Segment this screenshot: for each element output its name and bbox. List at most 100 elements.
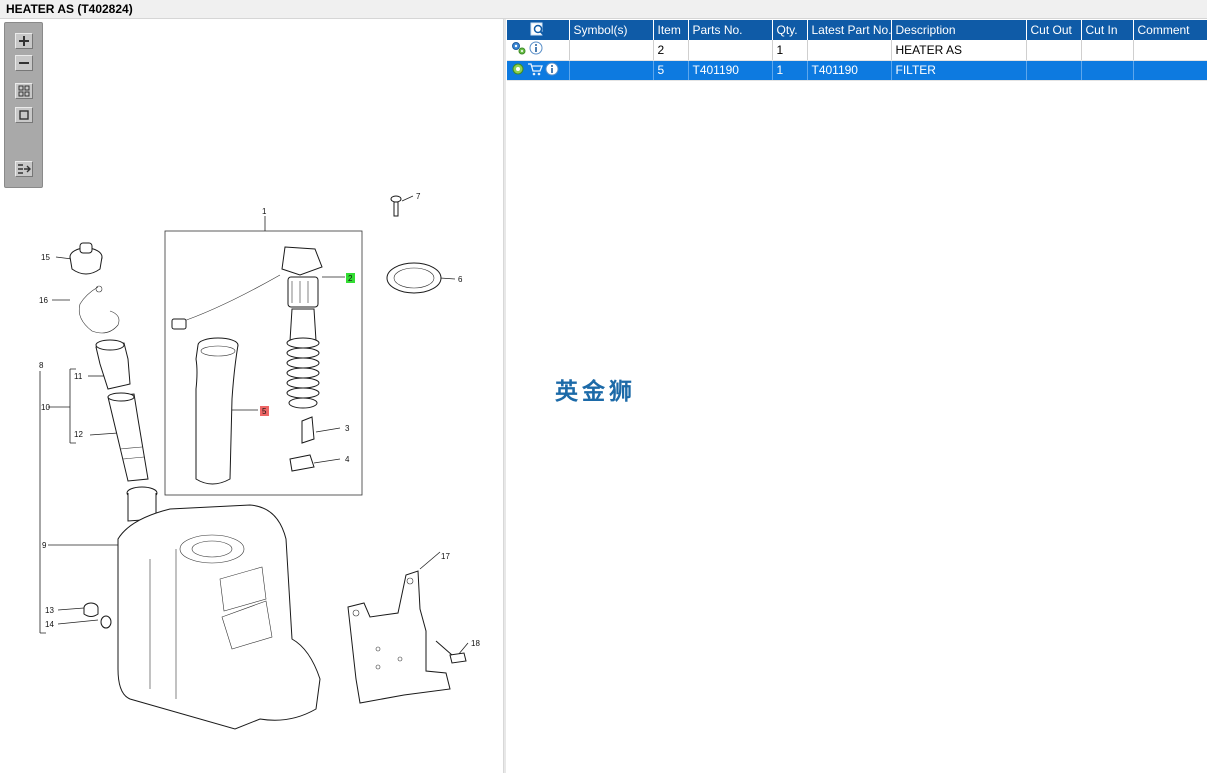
callout-7[interactable]: 7 bbox=[416, 192, 421, 201]
group-1-frame bbox=[164, 230, 363, 496]
callout-label: 14 bbox=[45, 620, 54, 629]
part-screw[interactable] bbox=[390, 195, 402, 217]
callout-label: 2 bbox=[348, 274, 353, 283]
callout-label: 11 bbox=[74, 372, 83, 381]
header-icon-cell[interactable] bbox=[507, 20, 570, 40]
callout-label: 18 bbox=[471, 639, 480, 648]
callout-18[interactable]: 18 bbox=[471, 639, 480, 648]
callout-11[interactable]: 11 bbox=[74, 372, 83, 381]
callout-13[interactable]: 13 bbox=[45, 606, 54, 615]
part-tether bbox=[78, 286, 120, 334]
callout-10[interactable]: 10 bbox=[41, 403, 50, 412]
minus-icon bbox=[19, 62, 29, 64]
callout-label: 6 bbox=[458, 275, 463, 284]
callout-14[interactable]: 14 bbox=[45, 620, 54, 629]
part-mounting-bracket[interactable] bbox=[347, 570, 451, 704]
callout-label: 12 bbox=[74, 430, 83, 439]
callout-3[interactable]: 3 bbox=[345, 424, 350, 433]
cell-qty: 1 bbox=[772, 60, 808, 81]
cell-item: 2 bbox=[653, 40, 689, 61]
column-header-comment[interactable]: Comment bbox=[1133, 20, 1207, 40]
window-title: HEATER AS (T402824) bbox=[6, 2, 133, 16]
cell-symbols bbox=[569, 60, 654, 81]
callout-5[interactable]: 5 bbox=[260, 406, 269, 416]
callout-8[interactable]: 8 bbox=[39, 361, 44, 370]
search-document-icon[interactable] bbox=[530, 22, 546, 36]
callout-label: 7 bbox=[416, 192, 421, 201]
info-icon[interactable] bbox=[545, 62, 559, 79]
cell-cut-out bbox=[1026, 60, 1082, 81]
column-header-cut-out[interactable]: Cut Out bbox=[1026, 20, 1082, 40]
cell-latest-part-no: T401190 bbox=[807, 60, 892, 81]
part-tank[interactable] bbox=[117, 486, 321, 730]
callout-17[interactable]: 17 bbox=[441, 552, 450, 561]
watermark-text: 英金狮 bbox=[555, 379, 636, 405]
cell-comment bbox=[1133, 60, 1207, 81]
part-heater-sender[interactable] bbox=[171, 246, 323, 409]
info-icon[interactable] bbox=[529, 41, 543, 58]
diagram-toolbar bbox=[4, 22, 43, 188]
cell-cut-in bbox=[1081, 40, 1134, 61]
cell-qty: 1 bbox=[772, 40, 808, 61]
part-filter[interactable] bbox=[195, 337, 239, 485]
callout-16[interactable]: 16 bbox=[39, 296, 48, 305]
callout-label: 5 bbox=[262, 407, 267, 416]
cell-description: HEATER AS bbox=[891, 40, 1027, 61]
column-header-symbol-s[interactable]: Symbol(s) bbox=[569, 20, 654, 40]
gear-icon[interactable] bbox=[511, 62, 525, 79]
part-ring[interactable] bbox=[386, 262, 442, 294]
callout-12[interactable]: 12 bbox=[74, 430, 83, 439]
callout-label: 17 bbox=[441, 552, 450, 561]
column-header-description[interactable]: Description bbox=[891, 20, 1027, 40]
zoom-out-button[interactable] bbox=[15, 55, 33, 71]
callout-label: 3 bbox=[345, 424, 350, 433]
square-icon bbox=[19, 110, 29, 120]
cell-parts-no: T401190 bbox=[688, 60, 773, 81]
column-header-item[interactable]: Item bbox=[653, 20, 689, 40]
part-o-ring bbox=[100, 615, 112, 629]
part-clip bbox=[301, 416, 315, 444]
cart-icon[interactable] bbox=[527, 62, 543, 79]
part-cap[interactable] bbox=[69, 242, 103, 275]
column-header-qty[interactable]: Qty. bbox=[772, 20, 808, 40]
part-neck-upper[interactable] bbox=[95, 339, 131, 390]
plus-icon bbox=[19, 36, 29, 46]
cell-item: 5 bbox=[653, 60, 689, 81]
callout-15[interactable]: 15 bbox=[41, 253, 50, 262]
gears-icon[interactable] bbox=[511, 41, 527, 58]
callout-9[interactable]: 9 bbox=[42, 541, 47, 550]
table-row[interactable]: 2 1 HEATER AS bbox=[507, 40, 1207, 61]
column-header-parts-no[interactable]: Parts No. bbox=[688, 20, 773, 40]
cell-description: FILTER bbox=[891, 60, 1027, 81]
actual-size-button[interactable] bbox=[15, 107, 33, 123]
cell-latest-part-no bbox=[807, 40, 892, 61]
part-filler-hose[interactable] bbox=[107, 392, 149, 482]
callout-label: 1 bbox=[262, 207, 267, 216]
row-icons-cell bbox=[507, 40, 570, 61]
callout-label: 9 bbox=[42, 541, 47, 550]
fit-all-button[interactable] bbox=[15, 83, 33, 99]
part-bolt[interactable] bbox=[435, 640, 467, 664]
list-arrow-icon bbox=[18, 164, 31, 174]
cell-cut-out bbox=[1026, 40, 1082, 61]
column-header-latest-part-no[interactable]: Latest Part No. bbox=[807, 20, 892, 40]
callout-2[interactable]: 2 bbox=[346, 273, 355, 283]
pane-splitter[interactable] bbox=[503, 19, 506, 773]
callout-1[interactable]: 1 bbox=[262, 207, 267, 216]
column-header-cut-in[interactable]: Cut In bbox=[1081, 20, 1134, 40]
show-list-button[interactable] bbox=[15, 161, 33, 177]
row-icons-cell bbox=[507, 60, 570, 81]
callout-label: 4 bbox=[345, 455, 350, 464]
part-drain-plug[interactable] bbox=[83, 602, 99, 617]
callout-4[interactable]: 4 bbox=[345, 455, 350, 464]
callout-label: 15 bbox=[41, 253, 50, 262]
zoom-in-button[interactable] bbox=[15, 33, 33, 49]
callout-6[interactable]: 6 bbox=[458, 275, 463, 284]
